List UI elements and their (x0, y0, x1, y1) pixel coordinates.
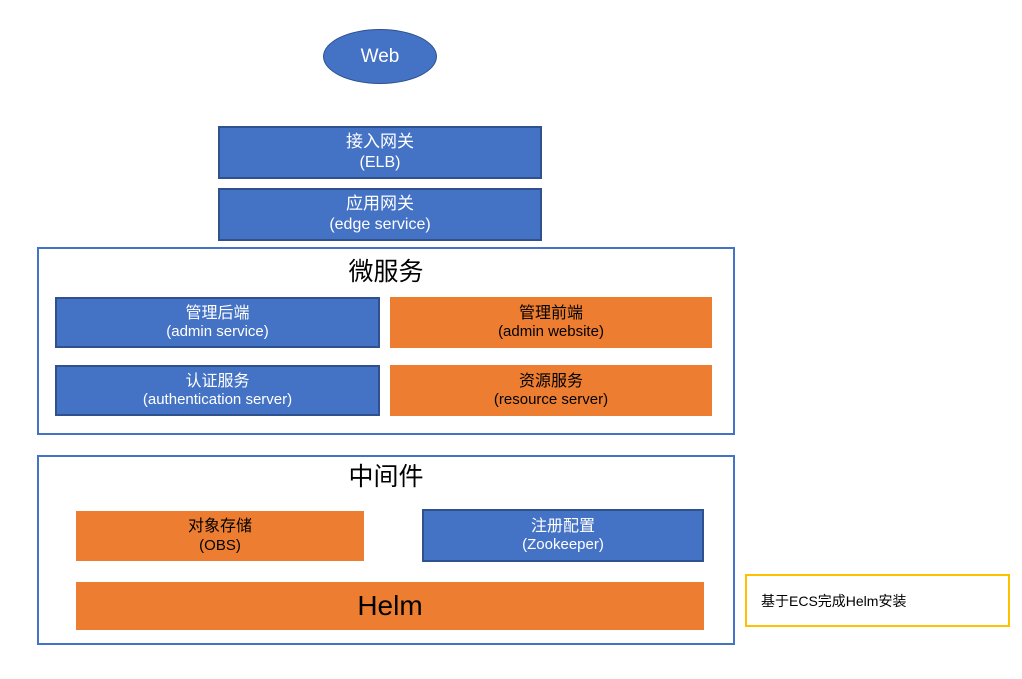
zookeeper-label-cn: 注册配置 (530, 517, 595, 535)
microservices-section-title: 微服务 (348, 258, 424, 286)
web-client-node[interactable]: Web (323, 29, 437, 84)
microservice-admin-website[interactable]: 管理前端 (admin website) (390, 297, 712, 348)
zookeeper-label-en: (Zookeeper) (522, 536, 604, 554)
middleware-helm[interactable]: Helm (76, 582, 704, 630)
object-storage-label-cn: 对象存储 (187, 518, 252, 536)
admin-service-label-en: (admin service) (166, 323, 269, 341)
admin-service-label-cn: 管理后端 (185, 304, 250, 322)
admin-website-label-en: (admin website) (498, 323, 604, 341)
authentication-server-label-en: (authentication server) (142, 391, 293, 409)
gateway-node-edge-service[interactable]: 应用网关 (edge service) (218, 188, 542, 241)
microservice-admin-service[interactable]: 管理后端 (admin service) (55, 297, 380, 348)
web-client-label: Web (360, 45, 400, 67)
gateway-edge-label-cn: 应用网关 (346, 194, 414, 214)
gateway-node-elb[interactable]: 接入网关 (ELB) (218, 126, 542, 179)
middleware-group: 中间件 对象存储 (OBS) 注册配置 (Zookeeper) Helm (37, 455, 735, 645)
middleware-zookeeper[interactable]: 注册配置 (Zookeeper) (422, 509, 704, 562)
authentication-server-label-cn: 认证服务 (185, 372, 250, 390)
microservices-group: 微服务 管理后端 (admin service) 管理前端 (admin web… (37, 247, 735, 435)
helm-label: Helm (357, 589, 423, 621)
object-storage-label-en: (OBS) (199, 536, 241, 554)
microservice-authentication-server[interactable]: 认证服务 (authentication server) (55, 365, 380, 416)
middleware-section-title: 中间件 (348, 463, 424, 491)
gateway-edge-label-en: (edge service) (329, 216, 431, 234)
microservice-resource-server[interactable]: 资源服务 (resource server) (390, 365, 712, 416)
annotation-note-text: 基于ECS完成Helm安装 (761, 592, 907, 609)
gateway-elb-label-cn: 接入网关 (346, 132, 414, 152)
resource-server-label-cn: 资源服务 (518, 372, 583, 390)
admin-website-label-cn: 管理前端 (518, 304, 583, 322)
gateway-elb-label-en: (ELB) (359, 154, 401, 172)
annotation-note-helm-install: 基于ECS完成Helm安装 (745, 574, 1010, 627)
resource-server-label-en: (resource server) (493, 391, 609, 409)
middleware-object-storage[interactable]: 对象存储 (OBS) (76, 511, 364, 561)
